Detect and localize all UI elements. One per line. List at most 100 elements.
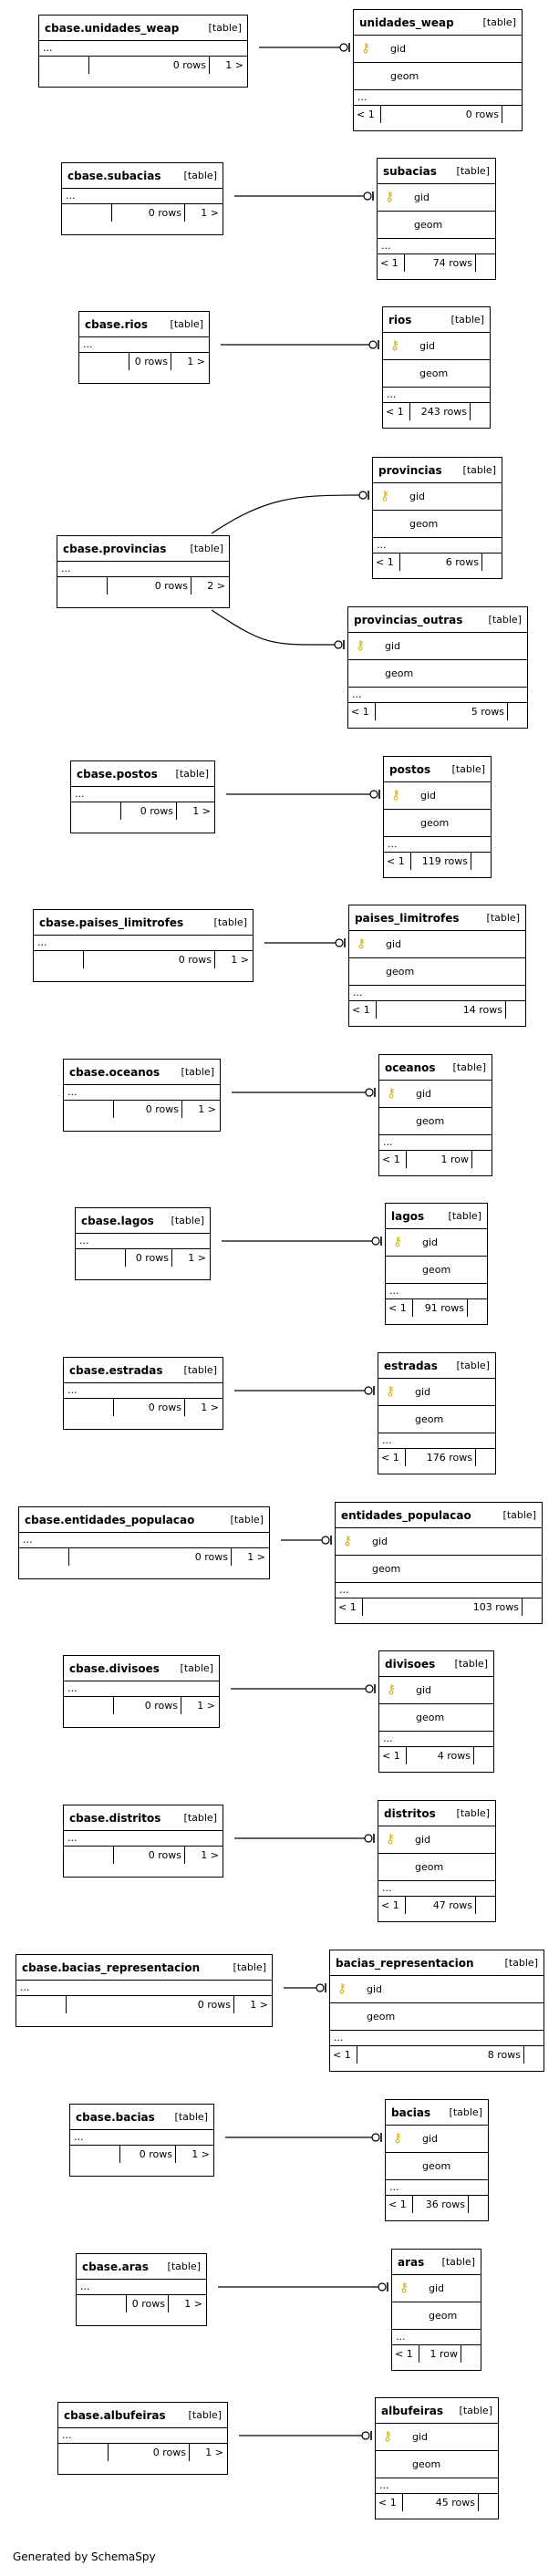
next-link[interactable]: 1 > — [187, 356, 205, 367]
prev-link[interactable]: < 1 — [379, 1151, 407, 1168]
source-table-name[interactable]: cbase.entidades_populacao — [25, 1513, 195, 1526]
target-table-name[interactable]: bacias_representacion — [336, 1956, 474, 1970]
source-table-name[interactable]: cbase.subacias — [67, 169, 161, 182]
target-table-name[interactable]: unidades_weap — [359, 16, 454, 29]
source-table-name[interactable]: cbase.bacias — [76, 2110, 155, 2124]
next-link[interactable]: 1 > — [231, 954, 249, 966]
primary-key-column[interactable]: ⚷gid — [354, 36, 522, 63]
table-column[interactable]: geom — [373, 511, 502, 538]
table-column[interactable]: geom — [349, 958, 525, 986]
table-column[interactable]: geom — [378, 1854, 495, 1881]
target-table-name[interactable]: oceanos — [385, 1060, 436, 1074]
source-table-name[interactable]: cbase.distritos — [69, 1811, 161, 1825]
source-table-name[interactable]: cbase.unidades_weap — [45, 21, 180, 35]
target-table-name[interactable]: distritos — [384, 1806, 436, 1820]
table-column[interactable]: geom — [378, 1406, 495, 1433]
next-link[interactable]: 1 > — [192, 2148, 210, 2160]
primary-key-column[interactable]: ⚷gid — [378, 1826, 495, 1854]
next-link[interactable]: 1 > — [201, 207, 219, 219]
source-table[interactable]: cbase.entidades_populacao[table]...0 row… — [18, 1506, 270, 1579]
prev-link[interactable]: < 1 — [383, 403, 410, 420]
prev-link[interactable]: < 1 — [379, 1747, 407, 1764]
source-table-name[interactable]: cbase.albufeiras — [64, 2408, 166, 2422]
next-link[interactable]: 1 > — [192, 805, 211, 817]
primary-key-column[interactable]: ⚷gid — [379, 1081, 492, 1108]
target-table-name[interactable]: divisoes — [385, 1657, 436, 1671]
primary-key-column[interactable]: ⚷gid — [330, 1976, 543, 2003]
prev-link[interactable]: < 1 — [392, 2345, 419, 2363]
prev-link[interactable]: < 1 — [386, 1299, 413, 1317]
next-link[interactable]: 1 > — [225, 59, 243, 71]
prev-link[interactable]: < 1 — [373, 553, 400, 571]
primary-key-column[interactable]: ⚷gid — [392, 2275, 481, 2302]
table-column[interactable]: geom — [330, 2003, 543, 2031]
target-table-name[interactable]: postos — [389, 762, 431, 776]
prev-link[interactable]: < 1 — [376, 2494, 403, 2511]
primary-key-column[interactable]: ⚷gid — [349, 931, 525, 958]
target-table-name[interactable]: bacias — [391, 2105, 431, 2119]
source-table-name[interactable]: cbase.lagos — [81, 1214, 154, 1227]
prev-link[interactable]: < 1 — [348, 703, 376, 720]
primary-key-column[interactable]: ⚷gid — [386, 1229, 487, 1257]
primary-key-column[interactable]: ⚷gid — [336, 1528, 542, 1556]
primary-key-column[interactable]: ⚷gid — [384, 782, 491, 810]
primary-key-column[interactable]: ⚷gid — [376, 2424, 498, 2451]
source-table[interactable]: cbase.bacias_representacion[table]...0 r… — [16, 1954, 273, 2027]
prev-link[interactable]: < 1 — [386, 2196, 413, 2213]
source-table-name[interactable]: cbase.rios — [85, 317, 149, 331]
target-table-name[interactable]: rios — [388, 313, 412, 326]
next-link[interactable]: 1 > — [201, 1402, 219, 1413]
prev-link[interactable]: < 1 — [336, 1598, 363, 1616]
prev-link[interactable]: < 1 — [384, 853, 411, 870]
source-table-name[interactable]: cbase.aras — [82, 2260, 149, 2273]
source-table-name[interactable]: cbase.paises_limitrofes — [39, 916, 184, 929]
prev-link[interactable]: < 1 — [378, 1449, 406, 1466]
target-table-name[interactable]: albufeiras — [381, 2404, 443, 2417]
primary-key-column[interactable]: ⚷gid — [373, 483, 502, 511]
primary-key-column[interactable]: ⚷gid — [378, 1379, 495, 1406]
table-column[interactable]: geom — [336, 1556, 542, 1583]
next-link[interactable]: 1 > — [184, 2298, 202, 2310]
table-column[interactable]: geom — [378, 212, 495, 239]
prev-link[interactable]: < 1 — [378, 254, 405, 272]
next-link[interactable]: 1 > — [250, 1999, 268, 2011]
next-link[interactable]: 1 > — [197, 1700, 215, 1712]
table-column[interactable]: geom — [386, 2153, 488, 2180]
primary-key-column[interactable]: ⚷gid — [383, 333, 490, 360]
next-link[interactable]: 1 > — [188, 1252, 206, 1264]
table-column[interactable]: geom — [376, 2451, 498, 2478]
target-table-name[interactable]: subacias — [383, 164, 437, 178]
source-table-name[interactable]: cbase.provincias — [63, 542, 167, 555]
target-table-name[interactable]: aras — [398, 2255, 425, 2269]
next-link[interactable]: 1 > — [247, 1551, 265, 1563]
prev-link[interactable]: < 1 — [354, 106, 381, 123]
table-column[interactable]: geom — [348, 660, 527, 688]
table-column[interactable]: geom — [392, 2302, 481, 2330]
